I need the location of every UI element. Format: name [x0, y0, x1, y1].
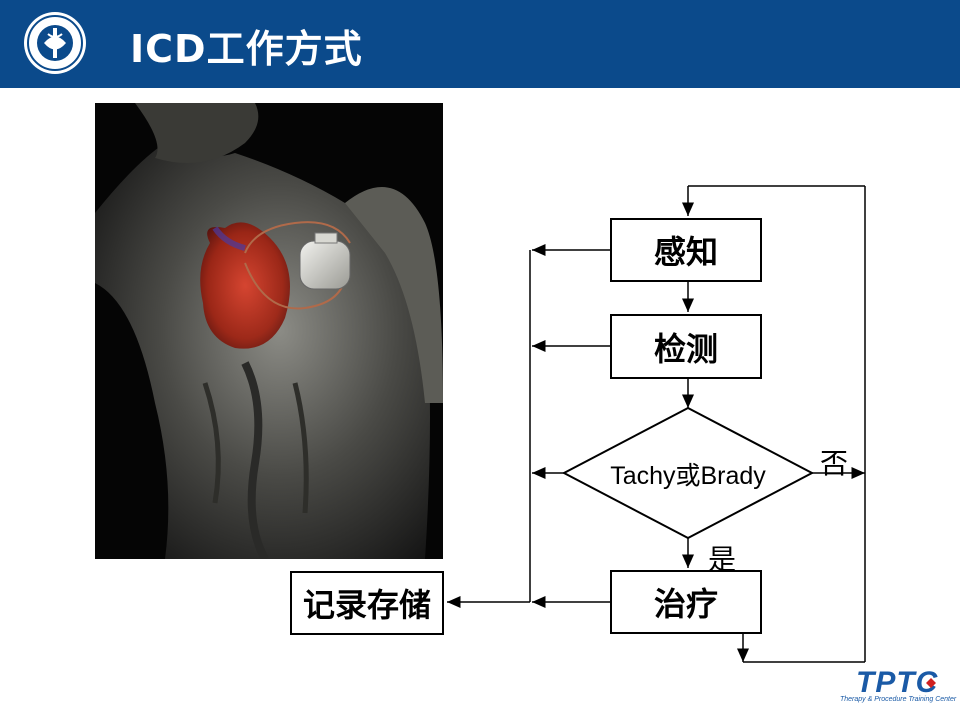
tptc-dot-icon	[926, 678, 936, 688]
detect-box: 检测	[610, 314, 762, 379]
hospital-emblem-icon	[24, 12, 86, 74]
no-label: 否	[820, 447, 849, 480]
header-bar: ICD工作方式	[0, 0, 960, 88]
therapy-label: 治疗	[653, 585, 718, 623]
decision-label: Tachy或Brady	[610, 462, 766, 490]
sense-box: 感知	[610, 218, 762, 282]
therapy-box: 治疗	[610, 570, 762, 634]
detect-label: 检测	[653, 329, 718, 368]
tptc-brand: TPTC	[856, 666, 939, 699]
sense-label: 感知	[653, 233, 718, 271]
decision-diamond	[561, 406, 815, 540]
page-title: ICD工作方式	[130, 27, 363, 71]
tptc-subtitle: Therapy & Procedure Training Center	[840, 696, 957, 703]
record-label: 记录存储	[302, 586, 431, 624]
torso-with-icd-implant-image	[95, 103, 443, 559]
tptc-logo: TPTC Therapy & Procedure Training Center	[840, 666, 956, 710]
record-box: 记录存储	[290, 571, 444, 635]
